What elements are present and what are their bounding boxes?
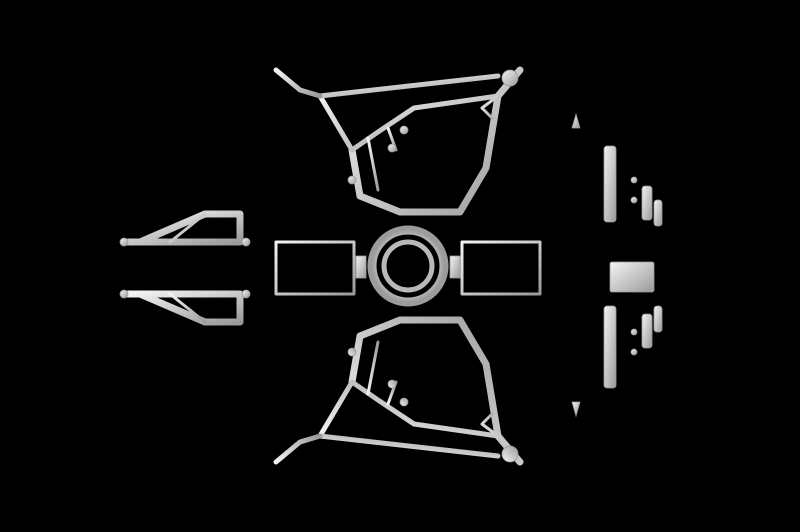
frame-half-bottom	[273, 316, 524, 466]
shock-parts	[603, 145, 663, 389]
hub-ring	[355, 211, 461, 321]
sprue-runner	[125, 240, 679, 300]
fork-tube	[571, 112, 581, 418]
spoke-grid-left	[274, 240, 356, 296]
spoke-grid-right	[460, 240, 542, 296]
frame-half-top	[273, 66, 524, 216]
swingarm	[119, 210, 251, 326]
